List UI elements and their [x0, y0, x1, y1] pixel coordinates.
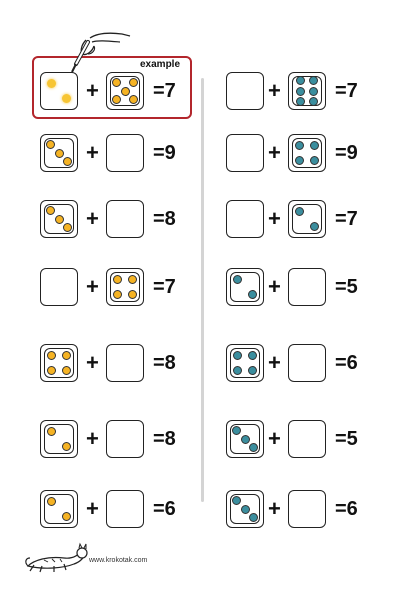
- die-dot: [309, 86, 319, 96]
- example-frame: [32, 56, 192, 119]
- die-dot: [232, 274, 242, 284]
- die-dot: [112, 290, 122, 300]
- plus-sign: +: [268, 496, 281, 521]
- equals-total: =9: [335, 142, 358, 164]
- die-dot: [128, 94, 138, 104]
- die-dot: [309, 97, 319, 107]
- die-dot: [248, 350, 258, 360]
- equals-total: =5: [335, 276, 358, 298]
- plus-sign: +: [268, 78, 281, 103]
- cat-logo-icon: [25, 542, 88, 573]
- plus-sign: +: [86, 274, 99, 299]
- footer-url: www.krokotak.com: [89, 557, 148, 564]
- die-dot: [128, 290, 138, 300]
- die-dot: [310, 140, 320, 150]
- answer-box[interactable]: [288, 344, 326, 382]
- plus-sign: +: [268, 206, 281, 231]
- plus-sign: +: [86, 140, 99, 165]
- die-dot: [62, 94, 72, 104]
- answer-box[interactable]: [106, 344, 144, 382]
- die-dot: [46, 426, 56, 436]
- die-dot: [45, 205, 55, 215]
- die-dot: [231, 495, 241, 505]
- hand-pencil-icon: [71, 32, 131, 73]
- die-dot: [46, 496, 56, 506]
- equals-total: =7: [153, 276, 176, 298]
- die-dot: [128, 78, 138, 88]
- die-dot: [295, 75, 305, 85]
- die-dot: [62, 442, 72, 452]
- die-dot: [232, 350, 242, 360]
- plus-sign: +: [86, 496, 99, 521]
- answer-box[interactable]: [288, 420, 326, 458]
- answer-box[interactable]: [40, 268, 78, 306]
- die-dot: [240, 504, 250, 514]
- die-dot: [128, 274, 138, 284]
- plus-sign: +: [86, 350, 99, 375]
- die-dot: [54, 214, 64, 224]
- die-dot: [248, 366, 258, 376]
- die-dot: [45, 139, 55, 149]
- die-dot: [63, 223, 73, 233]
- die-dot: [240, 434, 250, 444]
- plus-sign: +: [86, 426, 99, 451]
- plus-sign: +: [268, 350, 281, 375]
- equals-total: =8: [153, 352, 176, 374]
- die-dot: [294, 156, 304, 166]
- die-dot: [249, 513, 259, 523]
- die-dot: [63, 157, 73, 167]
- die-dot: [120, 86, 130, 96]
- answer-box-example: [40, 72, 78, 110]
- equals-total: =5: [335, 428, 358, 450]
- die-dot: [309, 75, 319, 85]
- die-dot: [248, 290, 258, 300]
- example-label: example: [140, 59, 181, 70]
- answer-box[interactable]: [288, 268, 326, 306]
- answer-box[interactable]: [106, 200, 144, 238]
- answer-box[interactable]: [106, 420, 144, 458]
- equals-total: =6: [153, 498, 176, 520]
- die-dot: [295, 86, 305, 96]
- equals-total: =9: [153, 142, 176, 164]
- equals-total: =7: [335, 80, 358, 102]
- plus-sign: +: [86, 78, 99, 103]
- answer-box[interactable]: [106, 490, 144, 528]
- equals-total: =8: [153, 428, 176, 450]
- die-dot: [54, 148, 64, 158]
- equals-total: =7: [153, 80, 176, 102]
- equals-total: =7: [335, 208, 358, 230]
- die-dot: [62, 512, 72, 522]
- die-dot: [295, 97, 305, 107]
- die-dot: [46, 366, 56, 376]
- column-divider: [201, 78, 204, 502]
- answer-box[interactable]: [226, 200, 264, 238]
- die-dot: [112, 78, 122, 88]
- die-dot: [46, 350, 56, 360]
- die-dot: [62, 366, 72, 376]
- die-dot: [46, 78, 56, 88]
- equals-total: =6: [335, 498, 358, 520]
- die-dot: [294, 140, 304, 150]
- plus-sign: +: [268, 426, 281, 451]
- die-dot: [294, 206, 304, 216]
- answer-box[interactable]: [288, 490, 326, 528]
- die-dot: [310, 222, 320, 232]
- plus-sign: +: [86, 206, 99, 231]
- die-dot: [62, 350, 72, 360]
- equals-total: =8: [153, 208, 176, 230]
- answer-box[interactable]: [226, 134, 264, 172]
- equals-total: =6: [335, 352, 358, 374]
- plus-sign: +: [268, 140, 281, 165]
- die-dot: [112, 274, 122, 284]
- die-dot: [249, 443, 259, 453]
- die-dot: [232, 366, 242, 376]
- answer-box[interactable]: [226, 72, 264, 110]
- answer-box[interactable]: [106, 134, 144, 172]
- die-dot: [231, 425, 241, 435]
- die-dot: [310, 156, 320, 166]
- plus-sign: +: [268, 274, 281, 299]
- die-dot: [112, 94, 122, 104]
